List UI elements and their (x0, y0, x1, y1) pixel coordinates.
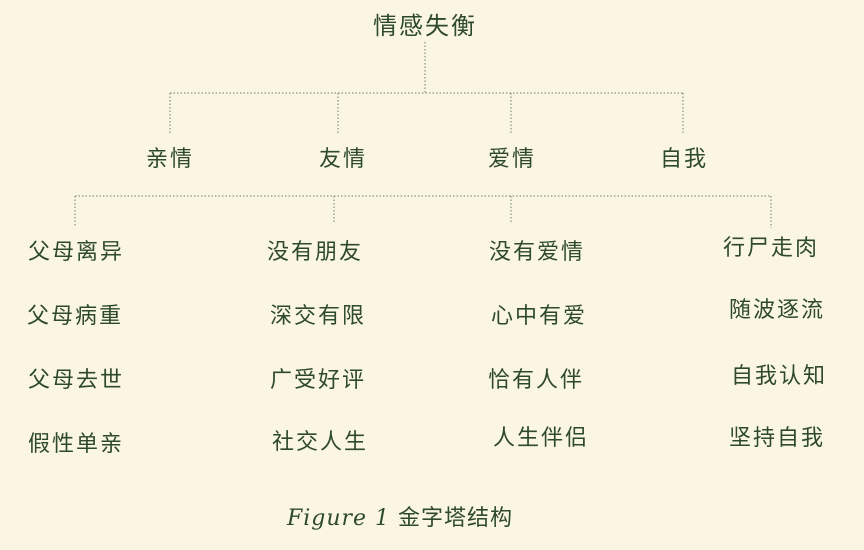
figure-caption: Figure 1 金字塔结构 (287, 500, 513, 532)
leaf-node: 没有爱情 (488, 240, 586, 265)
leaf-node: 父母病重 (26, 304, 124, 329)
leaf-node: 广受好评 (269, 368, 367, 393)
leaf-node: 父母离异 (27, 240, 125, 265)
leaf-node: 自我认知 (730, 364, 828, 389)
branch-node-love: 爱情 (487, 147, 537, 172)
leaf-node: 人生伴侣 (492, 426, 590, 451)
branch-node-friendship: 友情 (318, 147, 368, 172)
leaf-node: 没有朋友 (266, 240, 364, 265)
leaf-node: 行尸走肉 (722, 236, 820, 261)
leaf-node: 假性单亲 (27, 432, 125, 457)
figure-title: 金字塔结构 (398, 506, 514, 531)
branch-node-family: 亲情 (145, 147, 195, 172)
branch-node-self: 自我 (659, 147, 709, 172)
leaf-node: 父母去世 (27, 368, 125, 393)
root-node: 情感失衡 (373, 12, 477, 40)
leaf-node: 坚持自我 (728, 426, 826, 451)
leaf-node: 社交人生 (271, 430, 369, 455)
figure-number: Figure 1 (286, 506, 391, 531)
leaf-node: 心中有爱 (490, 304, 588, 329)
leaf-node: 恰有人伴 (487, 368, 585, 393)
leaf-node: 随波逐流 (728, 298, 826, 323)
leaf-node: 深交有限 (269, 304, 367, 329)
